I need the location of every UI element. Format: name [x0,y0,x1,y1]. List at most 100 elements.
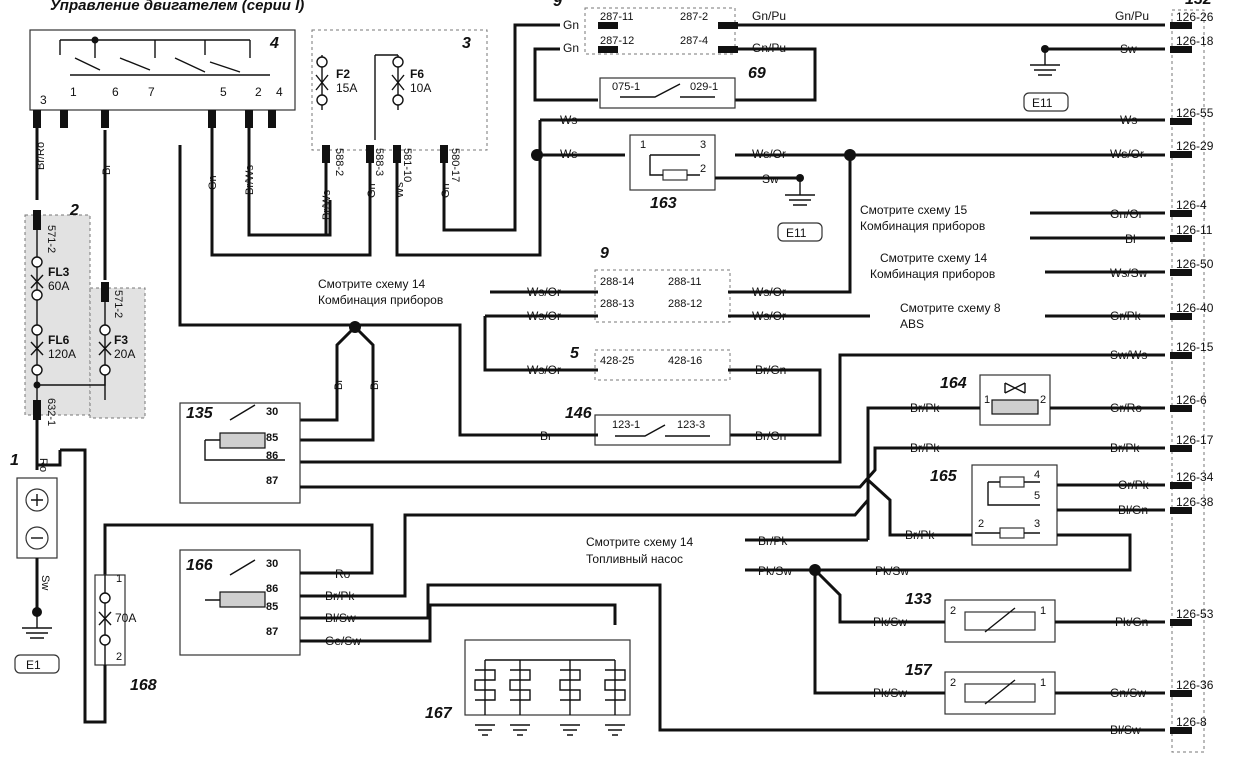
plug-571-2b [101,282,109,302]
wire-fuse-168 [60,448,107,724]
connector-9-top-plugs [598,22,738,53]
terminal-288-12: 288-12 [668,298,702,310]
ecu-plug-126-4 [1170,210,1192,217]
wire-label-br-pk-166: Br/Pk [325,589,355,603]
ecu-plug-126-15 [1170,352,1192,359]
component-3-label: 3 [462,35,471,52]
wire-label-ws: Ws [394,182,406,198]
switch-146-symbol [615,424,710,437]
wire-label-ws-1: Ws [560,113,577,127]
wire-label-gn-3: Gn [440,183,452,198]
fuse-box-3 [311,29,488,151]
wire-label-pk-sw-2: Pk/Sw [875,564,909,578]
component-9-top: 9 [553,0,562,10]
wire-label-gn-sw: Gn/Sw [1110,686,1146,700]
component-163-label: 163 [650,195,677,212]
fuse-box-2-ext [89,287,146,419]
ecu-plug-126-36 [1170,690,1192,697]
terminal-287-4: 287-4 [680,35,708,47]
ecu-pin-126-26: 126-26 [1176,10,1214,24]
wire-label-ws-or-5: Ws/Or [527,309,561,323]
pin-168-2: 2 [116,651,122,663]
terminal-075-1: 075-1 [612,81,640,93]
wire-label-br-pk-3: Br/Pk [1110,441,1140,455]
ecu-plug-126-18 [1170,46,1192,53]
relay-166-pin-85: 85 [266,601,278,613]
wire-gn-1 [210,128,372,257]
relay-166-contact [205,559,256,601]
wire-label-br-gn-1: Br/Gn [755,363,786,377]
ecu-plug-126-55 [1170,118,1192,125]
component-165-wiring [975,481,1040,534]
wire-label-gn-2: Gn [366,183,378,198]
component-69-box [599,77,736,109]
note-14a-line2: Комбинация приборов [318,293,443,307]
relay-166-coil [219,591,266,608]
pin-4-5: 5 [220,85,227,99]
component-5-label: 5 [570,345,580,362]
fuse-f2-symbol [315,55,329,110]
wire-label-gr-pk: Gr/Pk [1110,309,1142,323]
wire-ws [395,120,542,257]
wire-label-ws-or-2: Ws/Or [1110,147,1144,161]
ecu-pin-126-29: 126-29 [1176,139,1214,153]
wire-label-br-pk-2: Br/Pk [910,441,940,455]
wire-gn-3 [442,23,560,232]
ground-e11-top-label: E11 [1032,96,1053,110]
pin-165-3: 3 [1034,518,1040,530]
wire-ws-or-288 [490,155,852,294]
ecu-plug-126-50 [1170,269,1192,276]
wire-gn-pu-loop [533,47,817,102]
sensor-157-arrow [984,679,1016,705]
component-4-label: 4 [269,35,279,52]
wire-157 [813,570,1165,695]
pin-4-1: 1 [70,85,77,99]
ignition-switch-box [29,29,296,111]
wire-label-br-135a: Br [333,379,345,390]
wire-label-ro-batt: Ro [37,458,49,472]
wire-label-br-ro: Br/Ro [35,142,47,170]
wire-label-ws-or-7: Ws/Or [527,363,561,377]
wire-label-bl-gn: Bl/Gn [1118,503,1148,517]
wire-label-gn-pu-2: Gn/Pu [1115,9,1149,23]
wire-165-out [1057,483,1165,512]
ground-e11-mid-label: E11 [786,226,807,240]
ecu-pin-list: 126-26126-18126-55126-29126-4126-11126-5… [1170,10,1214,734]
wire-label-bl-sw-166: Bl/Sw [325,611,356,625]
valve-164-icon [1004,382,1026,394]
ecu-plug-126-34 [1170,482,1192,489]
component-163-box [629,134,716,191]
fuse-f6-amp: 10A [410,81,431,95]
terminal-428-16: 428-16 [668,355,702,367]
ecu-plug-126-8 [1170,727,1192,734]
ecu-pin-126-34: 126-34 [1176,470,1214,484]
wire-135-feed [300,325,375,442]
wire-br-gn [728,368,822,437]
relay-135-coil [219,432,266,449]
wire-label-br-pk-5: Br/Pk [758,534,788,548]
component-164-coil [991,399,1039,415]
note-15-line2: Комбинация приборов [860,219,985,233]
wire-ws-or-288b [483,314,870,372]
relay-166-label: 166 [186,557,213,574]
pin-168-1: 1 [116,573,122,585]
wire-label-gn-pu-1: Gn/Pu [752,9,786,23]
wire-br-pk-166 [300,499,870,598]
terminal-288-14: 288-14 [600,276,634,288]
ecu-pin-126-50: 126-50 [1176,257,1214,271]
relay-135-pin-85: 85 [266,432,278,444]
connector-5 [594,349,731,381]
sensor-157-body [964,683,1036,703]
resistor-165-b [999,527,1025,539]
relay-135-box [179,402,301,504]
ignition-pins: 3 1 6 7 5 2 4 [40,85,283,107]
ecu-pin-126-55: 126-55 [1176,106,1214,120]
fuse-box-2-bus [37,375,106,386]
fuse-f3-amp: 20A [114,347,135,361]
switch-69-symbol [620,83,715,98]
ignition-plugs [33,110,276,128]
wire-label-br-gn-2: Br/Gn [755,429,786,443]
component-133-label: 133 [905,591,932,608]
wire-label-sw-163: Sw [762,172,779,186]
terminal-571-2b: 571-2 [112,290,124,318]
